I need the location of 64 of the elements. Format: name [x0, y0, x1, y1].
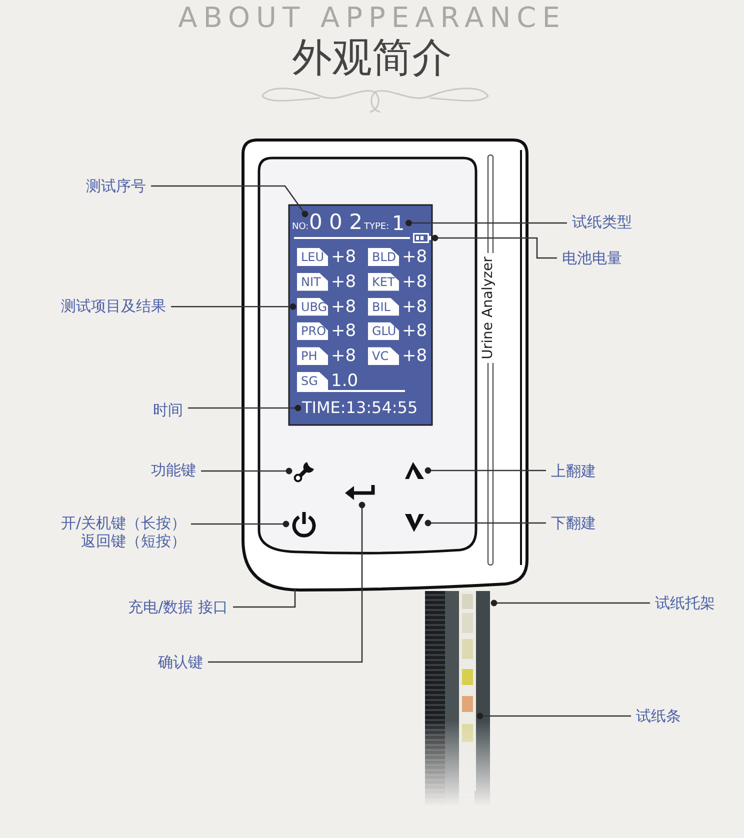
test-item-label: VC: [368, 347, 399, 366]
leader-line: [201, 468, 292, 474]
test-item-label: LEU: [297, 248, 328, 266]
leader-line: [208, 502, 366, 663]
test-item-label: BIL: [368, 298, 399, 316]
callout-text: 测试项目及结果: [61, 297, 166, 315]
strip-holder: [425, 591, 490, 806]
test-item-label: GLU: [368, 322, 399, 340]
test-item-label: NIT: [297, 272, 328, 291]
result-value: +8: [402, 322, 428, 340]
callout-text: 时间: [153, 401, 183, 419]
type-caption: TYPE:: [364, 223, 390, 232]
leader-line: [233, 589, 296, 608]
callout-text: 测试序号: [86, 177, 146, 195]
callout-text: 下翻建: [551, 514, 596, 532]
callout-text: 电池电量: [562, 249, 622, 267]
leader-line: [406, 220, 567, 226]
result-value: +8: [331, 347, 356, 366]
wrench-icon: [293, 459, 317, 483]
chevron-up-icon: [405, 462, 424, 479]
test-item-label: PH: [297, 347, 328, 366]
page-title: 外观简介: [291, 34, 453, 82]
battery-icon: [413, 233, 431, 243]
background-heading: ABOUT APPEARANCE: [177, 4, 567, 32]
leader-line: [490, 600, 650, 606]
callout-text: 上翻建: [551, 462, 596, 480]
result-value: +8: [331, 248, 356, 266]
leader-line: [191, 520, 290, 528]
callout-text: 功能键: [151, 461, 196, 479]
test-strip: [459, 591, 476, 791]
test-item-label: KET: [368, 272, 399, 291]
power-icon: [290, 510, 318, 538]
test-item-label: PRO: [297, 322, 328, 340]
node-label: SG: [301, 374, 318, 388]
callout-text: 充电/数据 接口: [128, 598, 228, 616]
callout-text: 试纸托架: [655, 594, 715, 612]
result-value: +8: [402, 298, 428, 316]
result-value: +8: [402, 248, 428, 266]
callout-text: 试纸类型: [572, 213, 632, 231]
leader-line: [432, 234, 557, 259]
result-value: 1.0: [331, 372, 358, 390]
number-caption: NO:: [292, 223, 309, 232]
callout-text: 试纸条: [636, 707, 681, 725]
type-value: 1: [392, 213, 405, 233]
test-number: 0 0 2: [309, 212, 362, 233]
result-value: +8: [331, 272, 356, 291]
leader-line: [476, 712, 631, 720]
leader-line: [424, 520, 546, 526]
test-item-label: SG: [297, 372, 328, 390]
leader-line: [151, 185, 308, 218]
callout-text: 开/关机键（长按）返回键（短按）: [48, 514, 186, 550]
leader-line: [188, 404, 302, 412]
enter-icon: [345, 484, 377, 501]
result-value: +8: [402, 272, 428, 291]
chevron-down-icon: [405, 514, 424, 532]
result-value: +8: [402, 347, 428, 366]
test-item-label: BLD: [368, 248, 399, 266]
test-item-label: UBG: [297, 298, 328, 316]
callout-text: 确认键: [158, 653, 203, 671]
leader-line: [171, 303, 296, 310]
time-readout: TIME:13:54:55: [302, 400, 418, 416]
result-value: +8: [331, 298, 356, 316]
result-value: +8: [331, 322, 356, 340]
leader-line: [424, 467, 546, 474]
